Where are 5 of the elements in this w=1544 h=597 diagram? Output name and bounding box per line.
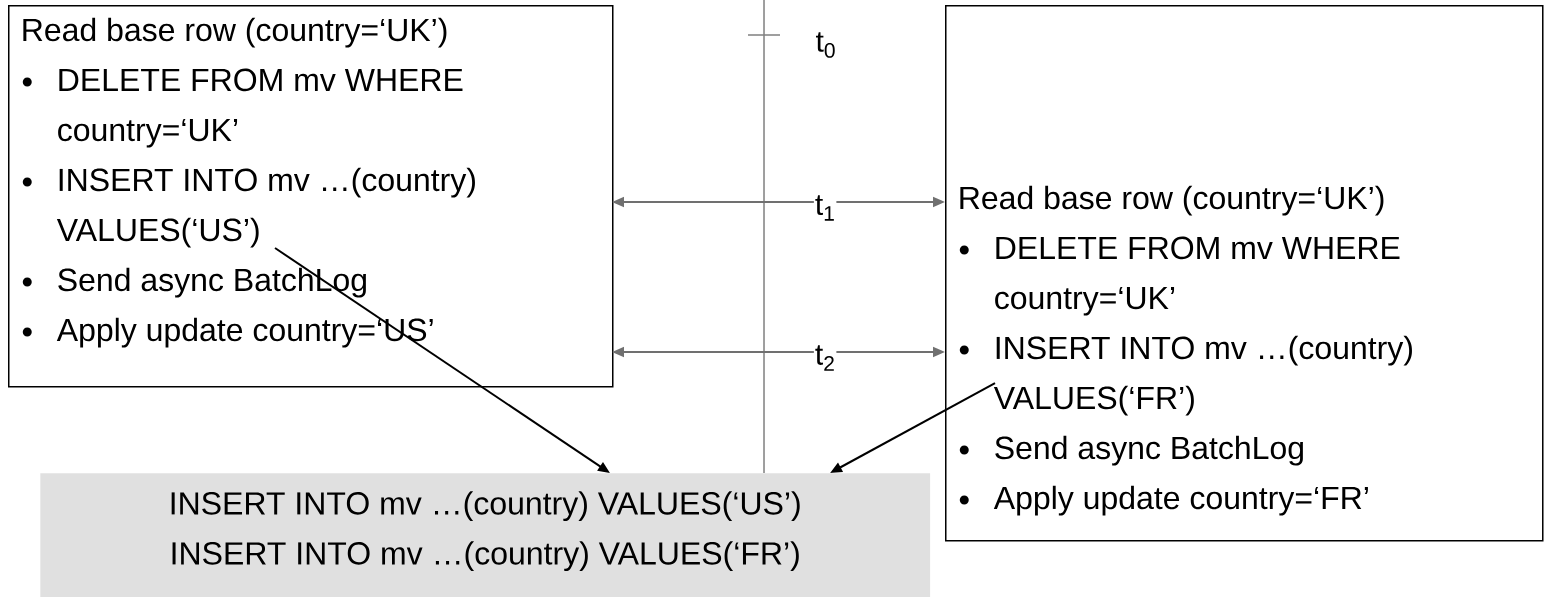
edge-label: t$_{1}$: [813, 194, 837, 222]
time-label: t$_{0}$: [816, 32, 835, 58]
edge-label: t$_{2}$: [813, 344, 837, 372]
code-box: INSERT INTO mv …(country) VALUES(‘US’) INSERT INTO mv …(country) VALUES(‘FR’): [40, 473, 931, 597]
process-box: Read base row (country=‘UK’) DELETE FROM mv WHERE country=‘UK’ INSERT INTO mv …(country) VALUES(‘FR’) Send async BatchLog Apply update country=‘FR’: [945, 5, 1544, 542]
